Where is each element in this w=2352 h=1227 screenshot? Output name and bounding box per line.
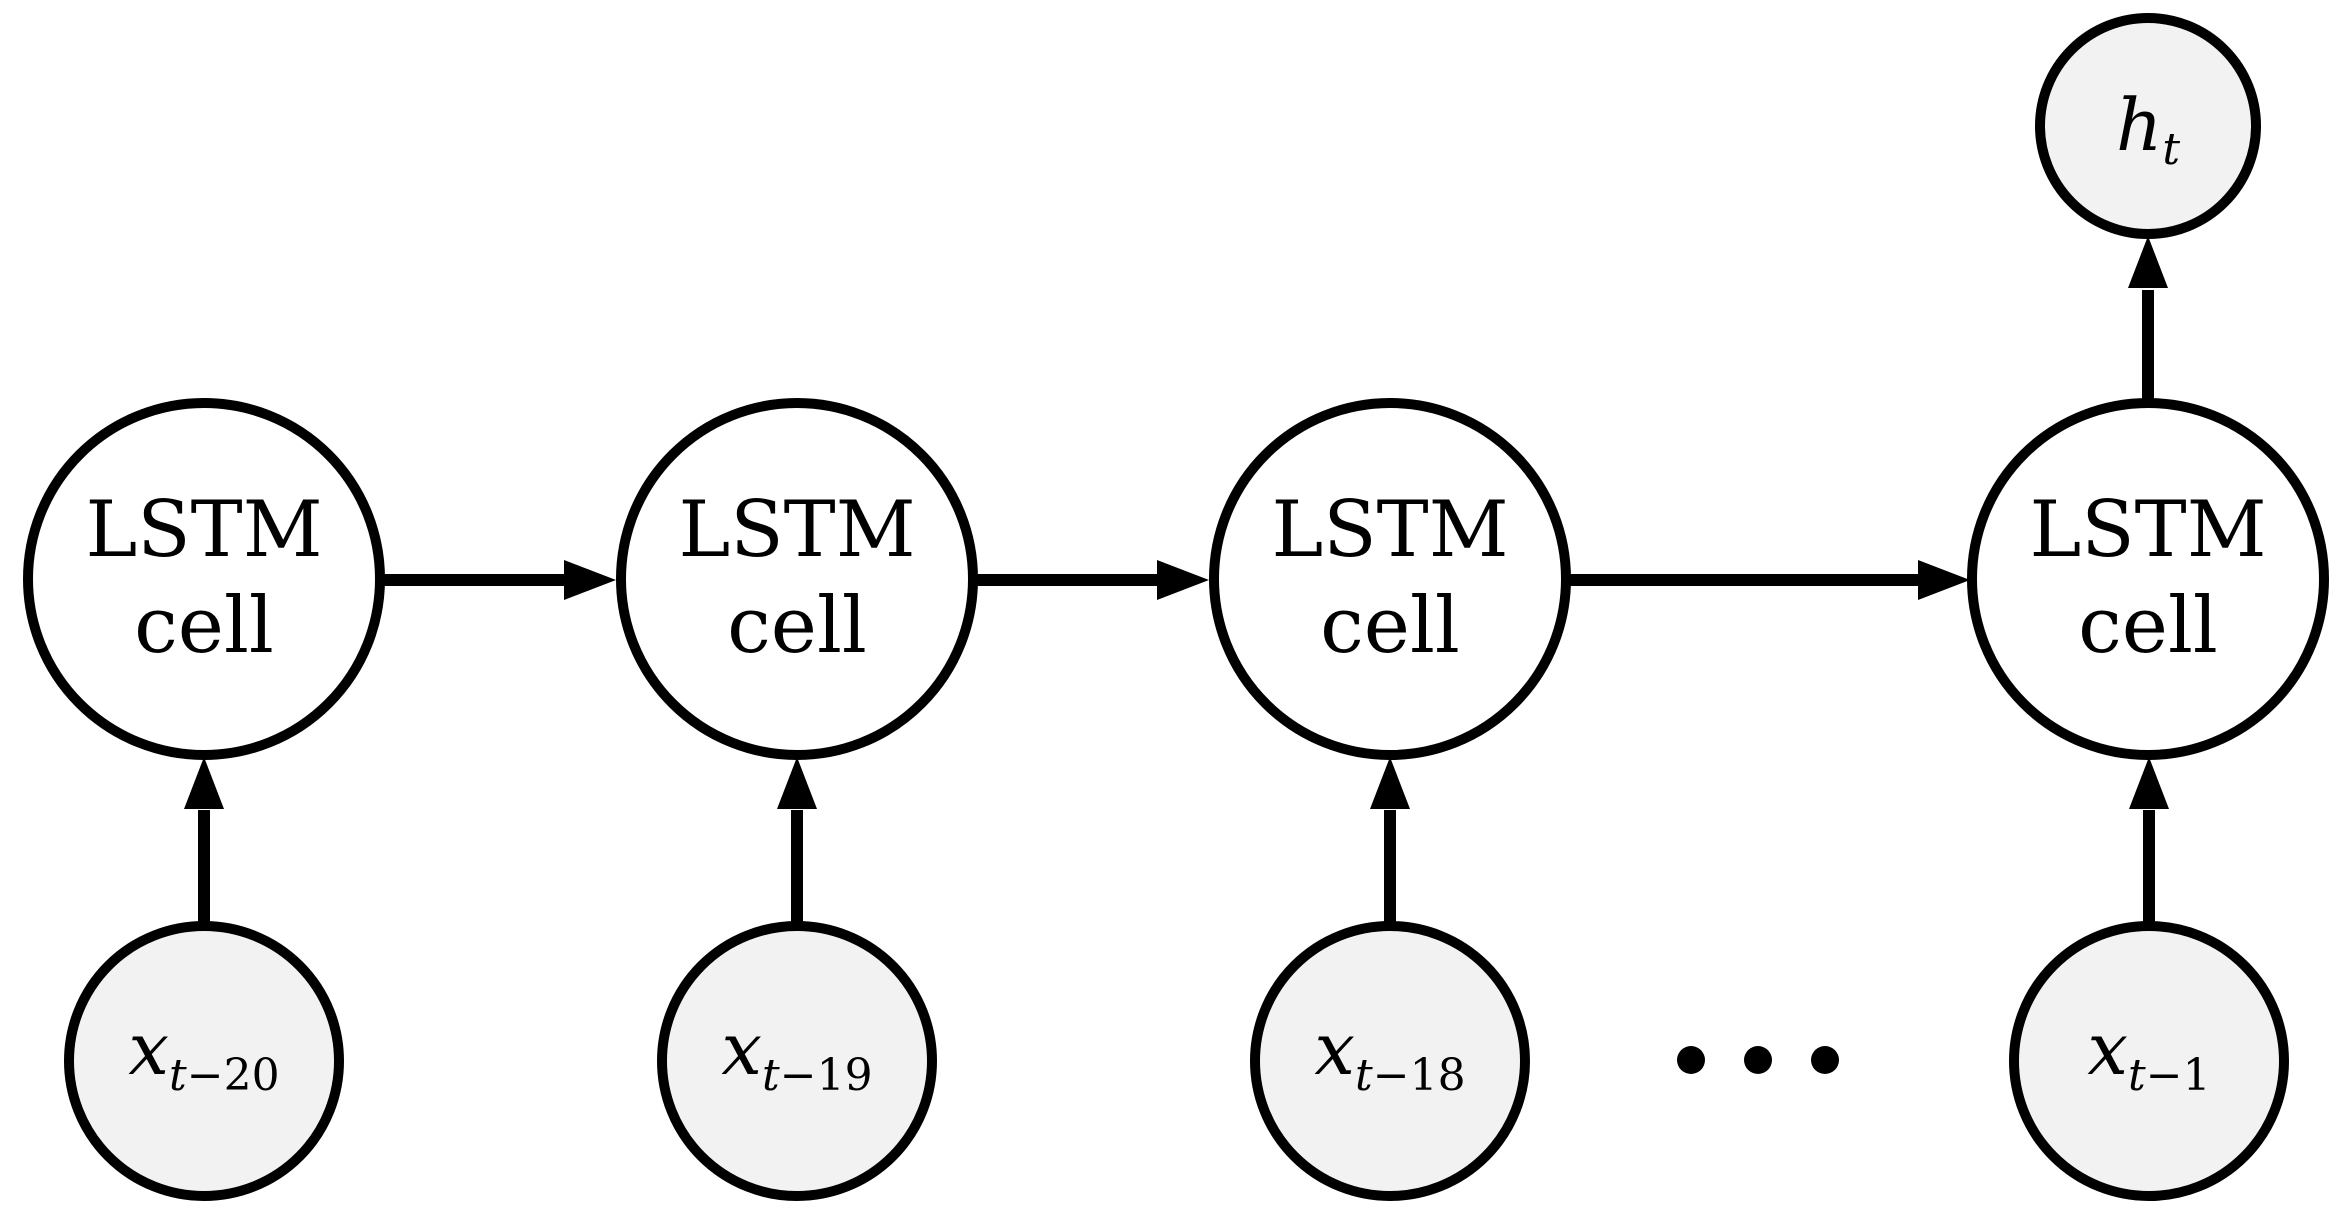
input-circle	[657, 921, 937, 1201]
input-label: xt−18	[1314, 1007, 1465, 1101]
flow-arrow-right-3	[1567, 560, 1970, 600]
lstm-cell-label-line2: cell	[727, 581, 867, 671]
input-label-sub-rest: −18	[1373, 1050, 1466, 1101]
arrow-head-icon	[1918, 560, 1970, 600]
input-label: xt−1	[2087, 1007, 2210, 1101]
input-arrow-up-1	[184, 757, 224, 926]
lstm-cell-label-line1: LSTM	[2029, 485, 2266, 575]
input-circle	[2009, 921, 2289, 1201]
input-label-base: x	[721, 1007, 762, 1091]
flow-arrow-right-2	[975, 560, 1209, 600]
arrow-head-icon	[1157, 560, 1209, 600]
ellipsis-dot	[1811, 1046, 1839, 1074]
lstm-cell-circle	[1967, 398, 2329, 760]
lstm-cell-label-line2: cell	[1320, 581, 1460, 671]
ellipsis-dot	[1677, 1046, 1705, 1074]
arrow-head-icon	[2128, 236, 2168, 288]
lstm-cell-node-4: LSTM cell	[1967, 398, 2329, 760]
arrow-head-icon	[2129, 757, 2169, 809]
input-label-base: x	[2087, 1007, 2128, 1091]
input-label-sub-var: t	[169, 1050, 187, 1101]
input-label-base: x	[1314, 1007, 1355, 1091]
arrow-head-icon	[1370, 757, 1410, 809]
input-node-1: xt−20	[64, 921, 344, 1201]
input-label: xt−20	[128, 1007, 279, 1101]
lstm-cell-circle	[616, 398, 978, 760]
input-circle	[64, 921, 344, 1201]
lstm-cell-label-line1: LSTM	[85, 485, 322, 575]
lstm-cell-node-2: LSTM cell	[616, 398, 978, 760]
output-label-base: h	[2116, 83, 2162, 167]
input-arrow-up-3	[1370, 757, 1410, 926]
input-arrow-up-4	[2129, 757, 2169, 926]
input-label-sub-rest: −1	[2146, 1050, 2211, 1101]
lstm-cell-label-line2: cell	[134, 581, 274, 671]
lstm-cell-label-line1: LSTM	[678, 485, 915, 575]
input-label: xt−19	[721, 1007, 872, 1101]
lstm-cell-label-line1: LSTM	[1271, 485, 1508, 575]
ellipsis-dot	[1744, 1046, 1772, 1074]
flow-arrow-right-1	[382, 560, 616, 600]
input-label-sub-var: t	[762, 1050, 780, 1101]
lstm-cell-circle	[1209, 398, 1571, 760]
input-label-base: x	[128, 1007, 169, 1091]
lstm-cell-circle	[23, 398, 385, 760]
lstm-cell-label-line2: cell	[2078, 581, 2218, 671]
input-label-sub-var: t	[1355, 1050, 1373, 1101]
input-label-sub-rest: −19	[780, 1050, 873, 1101]
input-arrow-up-2	[777, 757, 817, 926]
input-circle	[1250, 921, 1530, 1201]
output-label-sub-var: t	[2162, 124, 2180, 175]
input-label-sub-rest: −20	[187, 1050, 280, 1101]
arrow-head-icon	[184, 757, 224, 809]
arrow-head-icon	[777, 757, 817, 809]
ellipsis-dots-icon	[1677, 1046, 1839, 1074]
output-label: ht	[2116, 83, 2180, 175]
lstm-cell-node-3: LSTM cell	[1209, 398, 1571, 760]
output-node: ht	[2035, 13, 2261, 239]
input-node-4: xt−1	[2009, 921, 2289, 1201]
input-label-sub-var: t	[2128, 1050, 2146, 1101]
input-node-2: xt−19	[657, 921, 937, 1201]
lstm-cell-node-1: LSTM cell	[23, 398, 385, 760]
output-arrow-up	[2128, 236, 2168, 403]
arrow-head-icon	[564, 560, 616, 600]
input-node-3: xt−18	[1250, 921, 1530, 1201]
output-circle	[2035, 13, 2261, 239]
